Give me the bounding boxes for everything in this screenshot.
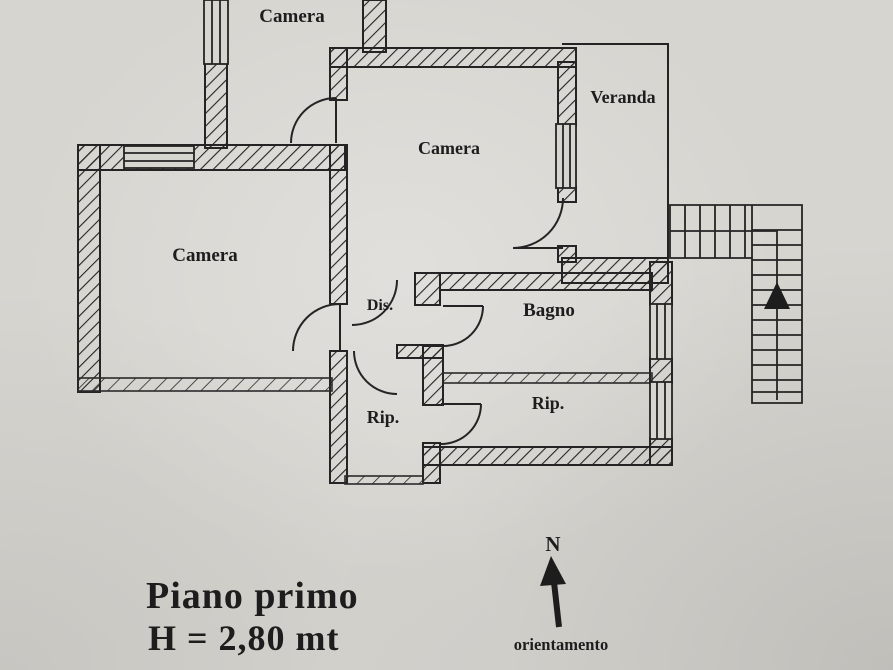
wall-thin <box>442 372 653 384</box>
wall <box>204 59 228 149</box>
room-label-disimpegno: Dis. <box>367 297 393 314</box>
wall <box>362 0 387 53</box>
veranda-outline <box>562 43 669 260</box>
wall <box>329 350 348 484</box>
room-label-veranda: Veranda <box>590 87 655 107</box>
door-arc <box>353 350 398 395</box>
wall <box>77 144 101 393</box>
door-arc <box>290 97 337 144</box>
window <box>123 145 195 169</box>
wall <box>422 345 444 406</box>
door-arc <box>351 279 398 326</box>
wall <box>557 61 577 127</box>
window <box>555 123 577 189</box>
room-label-rip-left: Rip. <box>367 407 400 427</box>
wall <box>329 47 577 68</box>
wall-thin <box>77 377 333 392</box>
door-arc <box>292 303 341 352</box>
north-arrow-head <box>540 556 566 586</box>
room-label-camera-left: Camera <box>172 245 238 266</box>
door-arc <box>440 403 482 445</box>
wall <box>439 272 653 291</box>
door-arc <box>512 197 564 249</box>
north-label: N <box>545 532 560 556</box>
compass: N orientamento <box>514 532 608 654</box>
door-arc <box>442 305 484 347</box>
height-note: H = 2,80 mt <box>148 618 340 658</box>
doors <box>290 97 564 445</box>
plan-title: Piano primo <box>146 575 359 617</box>
wall <box>422 442 441 484</box>
stairs-walk-line <box>670 230 778 400</box>
room-label-bagno: Bagno <box>523 300 575 321</box>
walls-thin <box>77 372 653 485</box>
wall <box>422 446 673 466</box>
room-label-camera-center: Camera <box>418 138 480 158</box>
compass-caption: orientamento <box>514 635 608 654</box>
room-label-camera-top: Camera <box>259 6 325 27</box>
window <box>649 381 673 440</box>
walls-thick <box>77 0 673 484</box>
wall <box>77 144 346 171</box>
title-block: Piano primo H = 2,80 mt <box>146 575 359 658</box>
room-labels: Camera Camera Veranda Camera Dis. Bagno … <box>172 6 655 427</box>
window <box>649 303 673 360</box>
staircase <box>669 204 803 404</box>
wall <box>649 357 673 384</box>
stairs-outline <box>669 204 803 404</box>
wall <box>329 144 348 305</box>
wall <box>329 47 348 101</box>
wall-thin <box>344 475 424 485</box>
north-arrow-shaft <box>551 581 562 628</box>
wall <box>649 261 673 306</box>
room-label-rip-right: Rip. <box>532 393 565 413</box>
stairs-direction-arrow <box>764 282 790 309</box>
windows <box>123 0 673 440</box>
window <box>203 0 229 65</box>
wall <box>414 272 441 306</box>
